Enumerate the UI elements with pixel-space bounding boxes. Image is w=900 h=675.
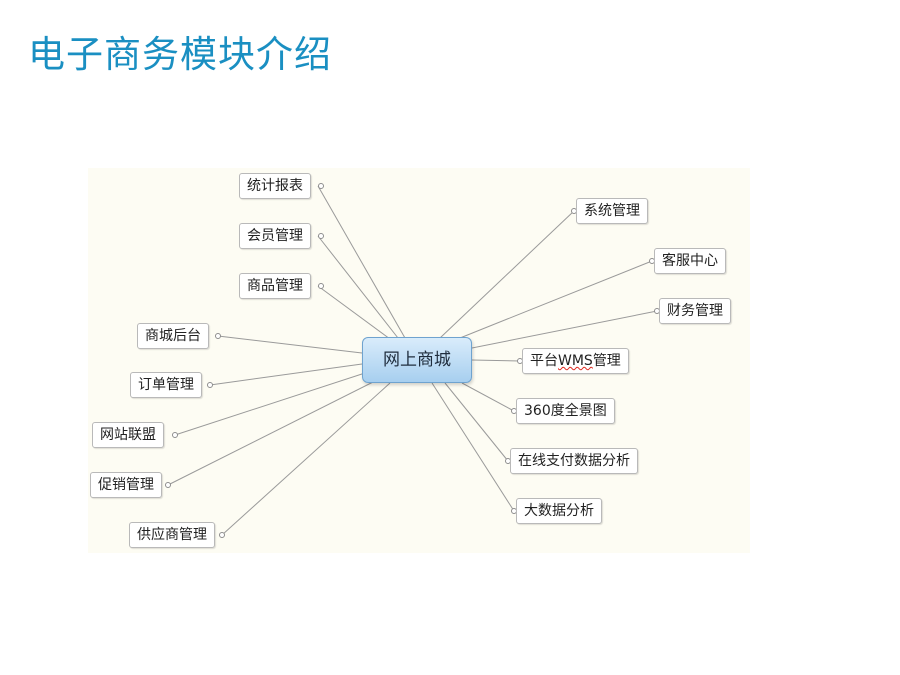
connector-suppliers [221,382,391,536]
connector-members [317,235,399,339]
node-platform-wms[interactable]: 平台WMS管理 [522,348,629,374]
node-mall-backend[interactable]: 商城后台 [137,323,209,349]
joint-promotion [165,482,171,488]
joint-products [318,283,324,289]
connector-payment [444,382,509,462]
connector-wms [471,359,521,362]
joint-alliance [172,432,178,438]
wms-label-prefix: 平台 [530,353,558,369]
wms-label-highlight: WMS [558,353,593,369]
node-product-management[interactable]: 商品管理 [239,273,311,299]
connector-bigdata [431,382,515,512]
connector-backend [217,335,363,354]
joint-orders [207,382,213,388]
node-online-payment-analysis[interactable]: 在线支付数据分析 [510,448,638,474]
connector-panorama [461,382,515,412]
node-promotion-management[interactable]: 促销管理 [90,472,162,498]
connector-service [459,260,653,339]
slide-title: 电子商务模块介绍 [28,33,332,76]
joint-suppliers [219,532,225,538]
wms-label-suffix: 管理 [592,353,621,369]
node-stats-report[interactable]: 统计报表 [239,173,311,199]
node-360-panorama[interactable]: 360度全景图 [516,398,615,424]
joint-members [318,233,324,239]
central-topic-node[interactable]: 网上商城 [362,337,472,383]
connector-orders [209,363,363,386]
node-customer-service[interactable]: 客服中心 [654,248,726,274]
node-member-management[interactable]: 会员管理 [239,223,311,249]
node-big-data-analysis[interactable]: 大数据分析 [516,498,602,524]
node-finance-management[interactable]: 财务管理 [659,298,731,324]
connector-stats [317,185,406,339]
connector-products [317,285,391,340]
connector-promotion [167,380,376,486]
node-order-management[interactable]: 订单管理 [130,372,202,398]
connector-system [439,210,575,339]
joint-stats [318,183,324,189]
connector-alliance [174,372,366,436]
connector-finance [471,310,658,349]
node-supplier-management[interactable]: 供应商管理 [129,522,215,548]
node-site-alliance[interactable]: 网站联盟 [92,422,164,448]
joint-backend [215,333,221,339]
node-system-management[interactable]: 系统管理 [576,198,648,224]
